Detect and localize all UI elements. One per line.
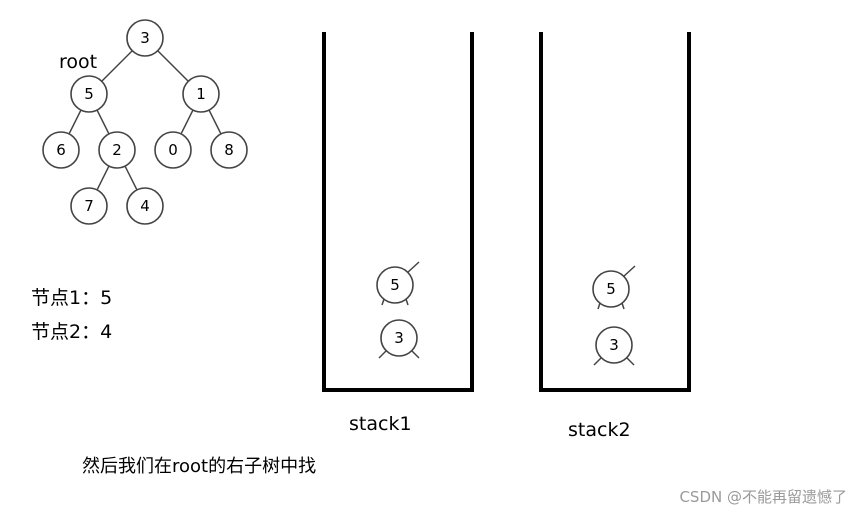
root-label: root: [59, 51, 98, 73]
stack1-container: [322, 32, 474, 392]
node1-info: 节点1：5: [31, 287, 113, 309]
svg-text:4: 4: [140, 197, 150, 215]
tree-edge-n2-n4: [124, 165, 138, 191]
tree-nodes: 3 5 1 6 2 0 8 7 4: [42, 19, 248, 225]
caption-text: 然后我们在root的右子树中找: [82, 456, 317, 477]
tree-edge-n3-n1: [157, 50, 189, 82]
tree-node-6: 6: [42, 131, 80, 169]
tree-node-8: 8: [210, 131, 248, 169]
tree-edge-n5-n2: [96, 109, 110, 135]
tree-edge-n1-n0: [180, 109, 194, 135]
svg-text:0: 0: [168, 141, 178, 159]
stack2-items: 53: [592, 265, 636, 366]
svg-text:7: 7: [84, 197, 94, 215]
tree-edge-n5-n6: [68, 109, 82, 135]
tree-edge-n1-n8: [208, 109, 222, 135]
svg-text:3: 3: [609, 336, 619, 354]
tree-edges: [68, 50, 222, 191]
stack2-label: stack2: [568, 419, 631, 441]
stack1-item-5: 5: [376, 261, 420, 306]
svg-text:5: 5: [84, 85, 94, 103]
stack1-items: 53: [376, 261, 420, 359]
tree-node-1: 1: [182, 75, 220, 113]
tree-edge-n2-n7: [96, 165, 110, 191]
tree-node-5: 5: [70, 75, 108, 113]
svg-text:1: 1: [196, 85, 206, 103]
stack2-item-5: 5: [592, 265, 636, 310]
tree-node-2: 2: [98, 131, 136, 169]
tree-edge-n3-n5: [101, 50, 133, 82]
svg-text:2: 2: [112, 141, 122, 159]
svg-text:5: 5: [390, 276, 400, 294]
watermark: CSDN @不能再留遗憾了: [679, 488, 847, 506]
tree-node-7: 7: [70, 187, 108, 225]
svg-text:6: 6: [56, 141, 66, 159]
stack2-item-3: 3: [593, 326, 635, 366]
svg-text:5: 5: [606, 280, 616, 298]
stack2-container: [539, 32, 691, 392]
tree-node-0: 0: [154, 131, 192, 169]
svg-text:3: 3: [394, 329, 404, 347]
node2-info: 节点2：4: [31, 321, 113, 343]
svg-text:8: 8: [224, 141, 234, 159]
stack1-item-3: 3: [378, 319, 420, 359]
tree-node-3: 3: [126, 19, 164, 57]
tree-node-4: 4: [126, 187, 164, 225]
svg-text:3: 3: [140, 29, 150, 47]
stack1-label: stack1: [349, 413, 412, 435]
